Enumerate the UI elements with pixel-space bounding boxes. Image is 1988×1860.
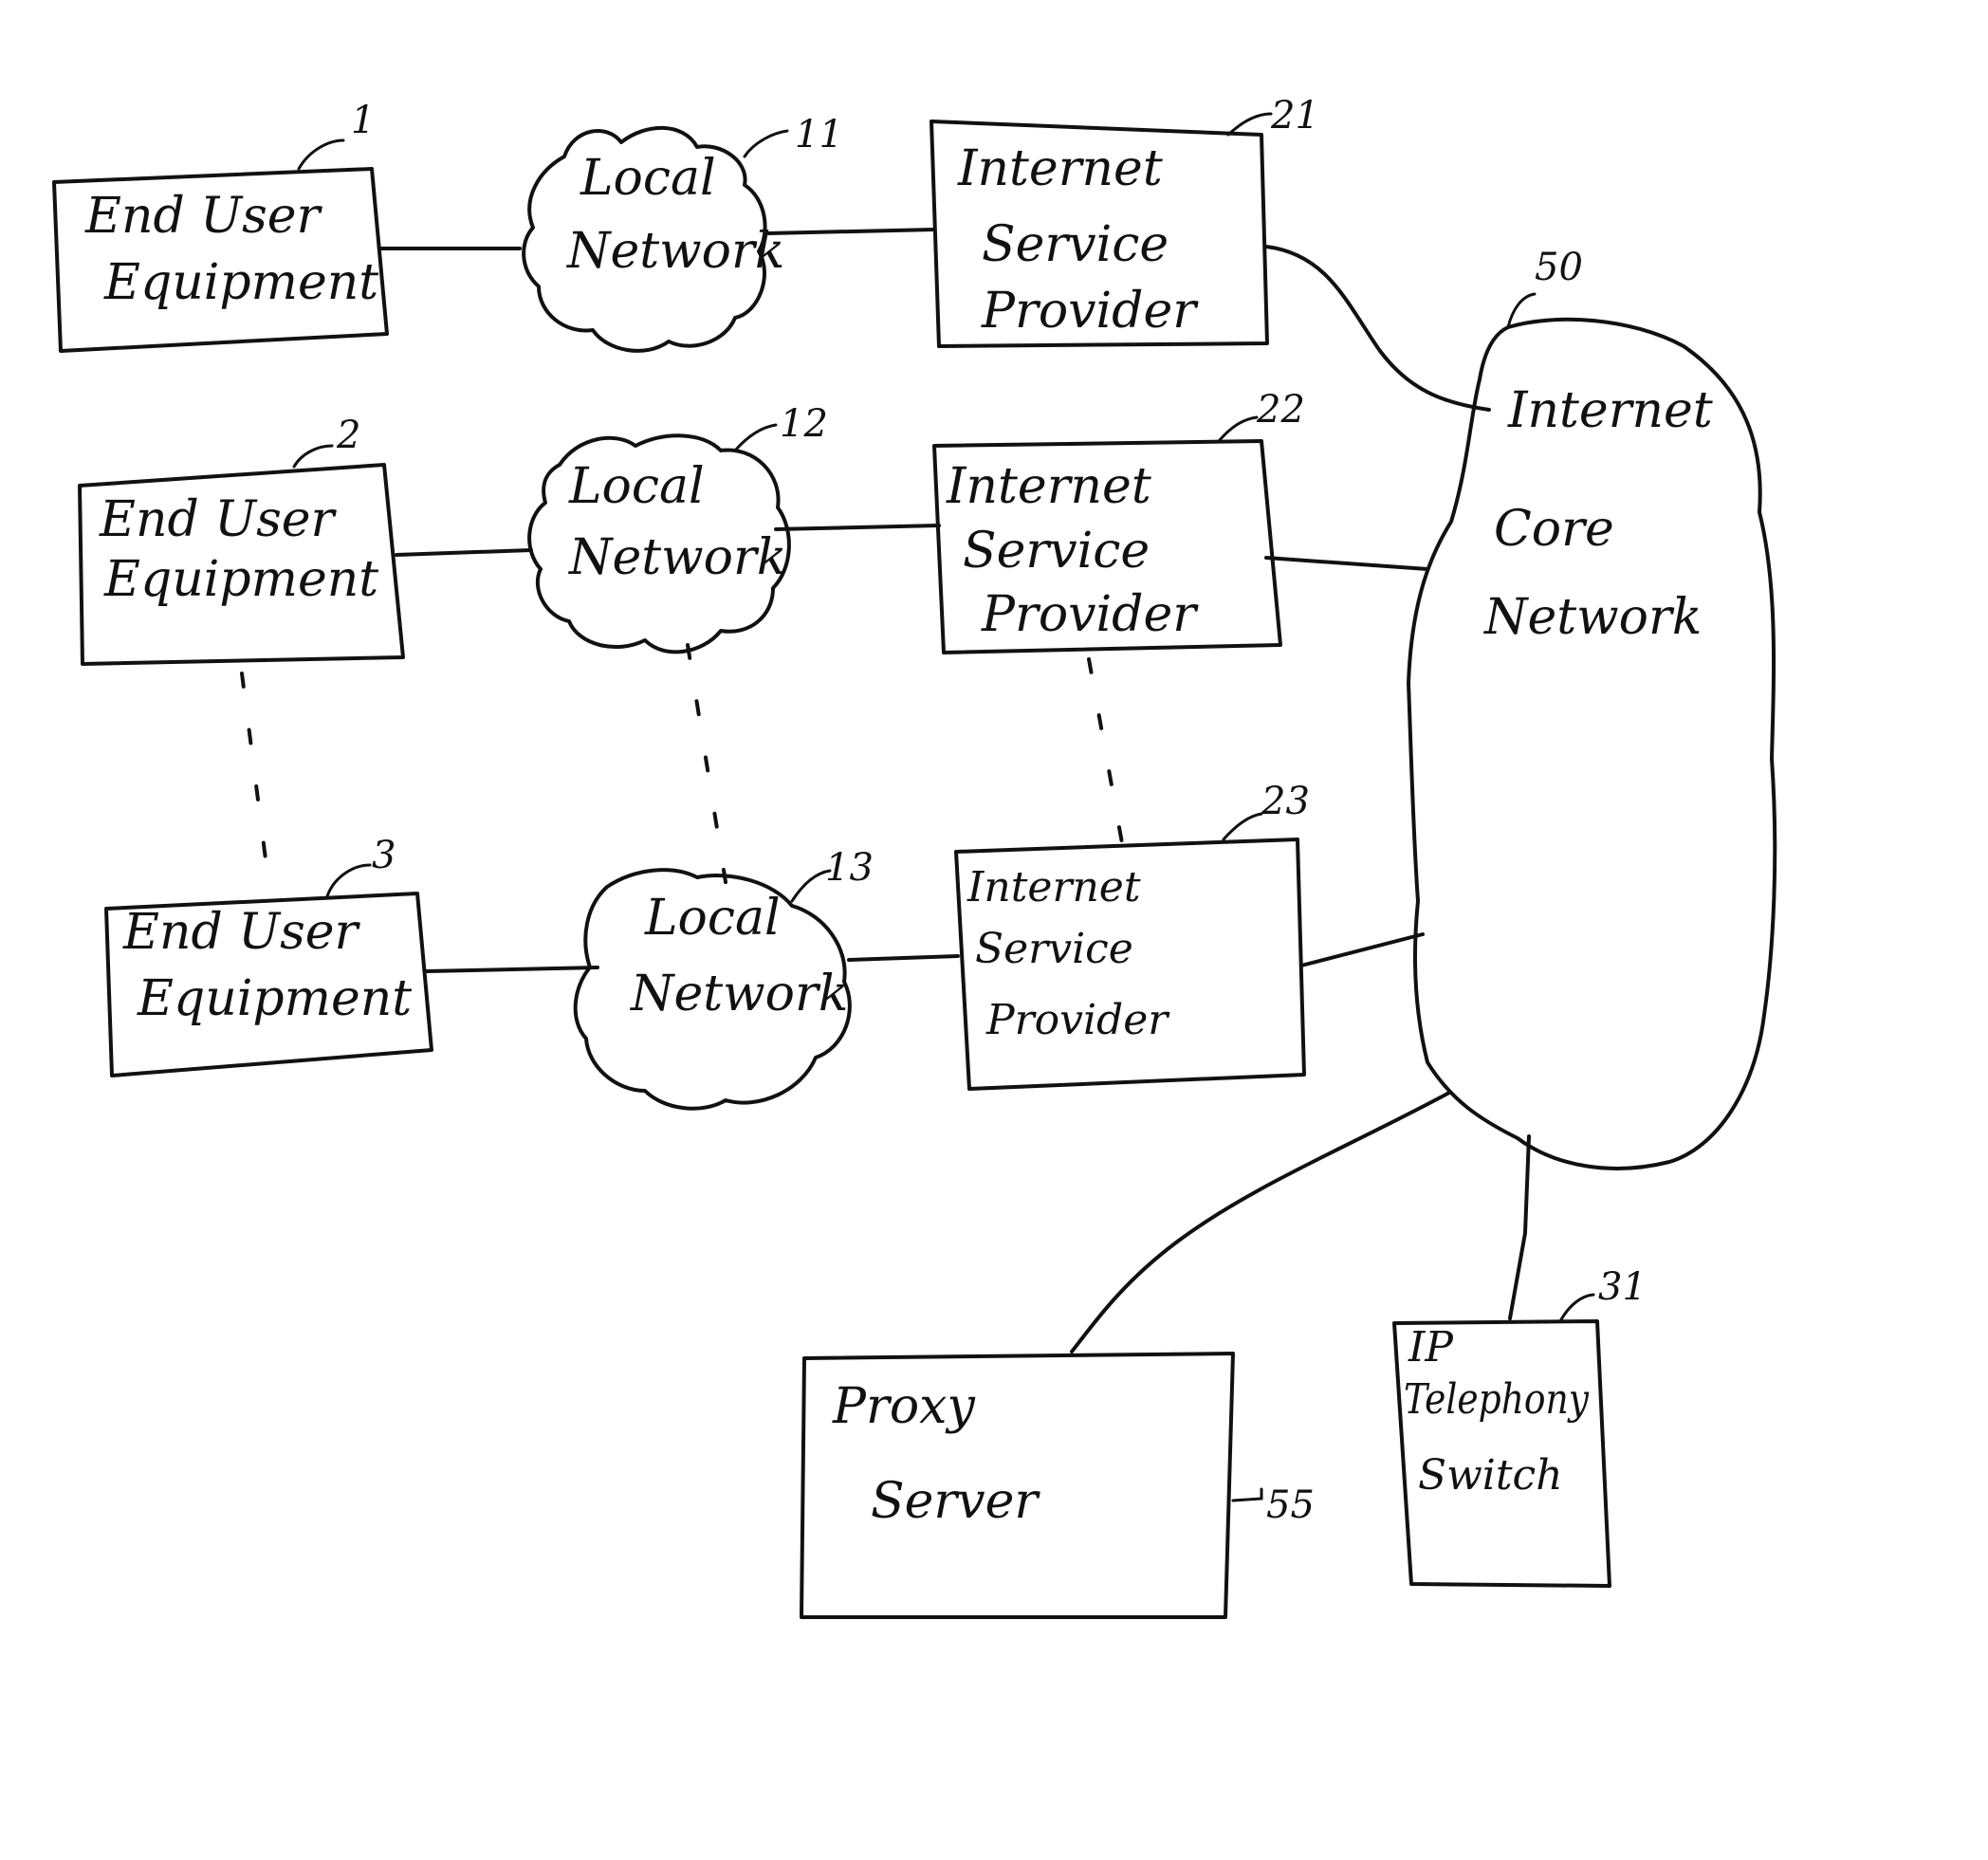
switch-line1: IP	[1408, 1323, 1454, 1372]
local-network-12-line2: Network	[567, 529, 786, 586]
dashed-locals	[688, 645, 726, 882]
core-line3: Network	[1482, 589, 1702, 646]
end-user-2-line1: End User	[99, 491, 338, 548]
switch-ref: 31	[1598, 1265, 1647, 1309]
end-user-3-ref: 3	[372, 834, 396, 877]
local-network-13-line1: Local	[644, 890, 781, 947]
link-core-proxy	[1072, 1093, 1449, 1352]
end-user-2-ref: 2	[336, 414, 360, 457]
proxy-line2: Server	[871, 1473, 1040, 1530]
isp-23-line2: Service	[975, 925, 1133, 973]
leader-13	[792, 871, 830, 901]
local-network-11-line2: Network	[565, 223, 784, 280]
leader-2	[294, 446, 332, 467]
end-user-1-line1: End User	[84, 188, 323, 245]
internet-core-cloud	[1408, 320, 1775, 1169]
local-network-12-ref: 12	[780, 402, 828, 446]
link-user2-local12	[396, 550, 531, 555]
leader-31	[1560, 1295, 1593, 1321]
core-line2: Core	[1494, 501, 1614, 558]
switch-line3: Switch	[1418, 1451, 1563, 1500]
link-local12-isp22	[776, 525, 939, 529]
leader-21	[1228, 114, 1271, 135]
dashed-isps	[1089, 659, 1124, 854]
isp-22-ref: 22	[1256, 388, 1305, 432]
core-ref: 50	[1535, 246, 1583, 289]
core-line1: Internet	[1507, 382, 1713, 439]
isp-21-line3: Provider	[981, 283, 1199, 340]
local-network-11-ref: 11	[795, 113, 843, 157]
leader-11	[745, 131, 787, 157]
end-user-1-ref: 1	[351, 99, 375, 142]
end-user-3-line1: End User	[122, 904, 361, 961]
isp-23-line3: Provider	[985, 996, 1170, 1044]
isp-22-line2: Service	[963, 523, 1150, 580]
end-user-1-line2: Equipment	[103, 254, 378, 311]
leader-12	[735, 425, 776, 451]
link-local11-isp21	[768, 230, 934, 233]
isp-21-line2: Service	[982, 216, 1169, 273]
switch-line2: Telephony	[1404, 1375, 1590, 1424]
proxy-ref: 55	[1266, 1483, 1315, 1527]
isp-21-line1: Internet	[957, 140, 1163, 197]
link-user3-local13	[427, 967, 598, 971]
local-network-13-line2: Network	[629, 966, 848, 1022]
leader-3	[327, 865, 370, 896]
local-network-12-line1: Local	[568, 458, 705, 515]
isp-23-ref: 23	[1261, 780, 1310, 823]
link-isp23-core	[1301, 934, 1423, 966]
link-local13-isp23	[849, 956, 958, 960]
isp-23-line1: Internet	[966, 863, 1141, 912]
link-isp22-core	[1266, 558, 1427, 569]
link-core-switch	[1510, 1136, 1529, 1318]
end-user-3-line2: Equipment	[137, 970, 412, 1027]
isp-22-line1: Internet	[946, 458, 1151, 515]
proxy-line1: Proxy	[832, 1378, 975, 1435]
leader-55	[1233, 1489, 1261, 1501]
isp-21-ref: 21	[1270, 94, 1319, 138]
leader-23	[1224, 814, 1261, 839]
leader-22	[1219, 417, 1257, 441]
local-network-11-line1: Local	[580, 150, 716, 207]
end-user-2-line2: Equipment	[103, 551, 378, 608]
dashed-users	[242, 673, 270, 896]
local-network-13-ref: 13	[825, 846, 874, 890]
leader-1	[299, 140, 343, 169]
isp-22-line3: Provider	[981, 586, 1199, 643]
link-isp21-core	[1266, 247, 1489, 410]
